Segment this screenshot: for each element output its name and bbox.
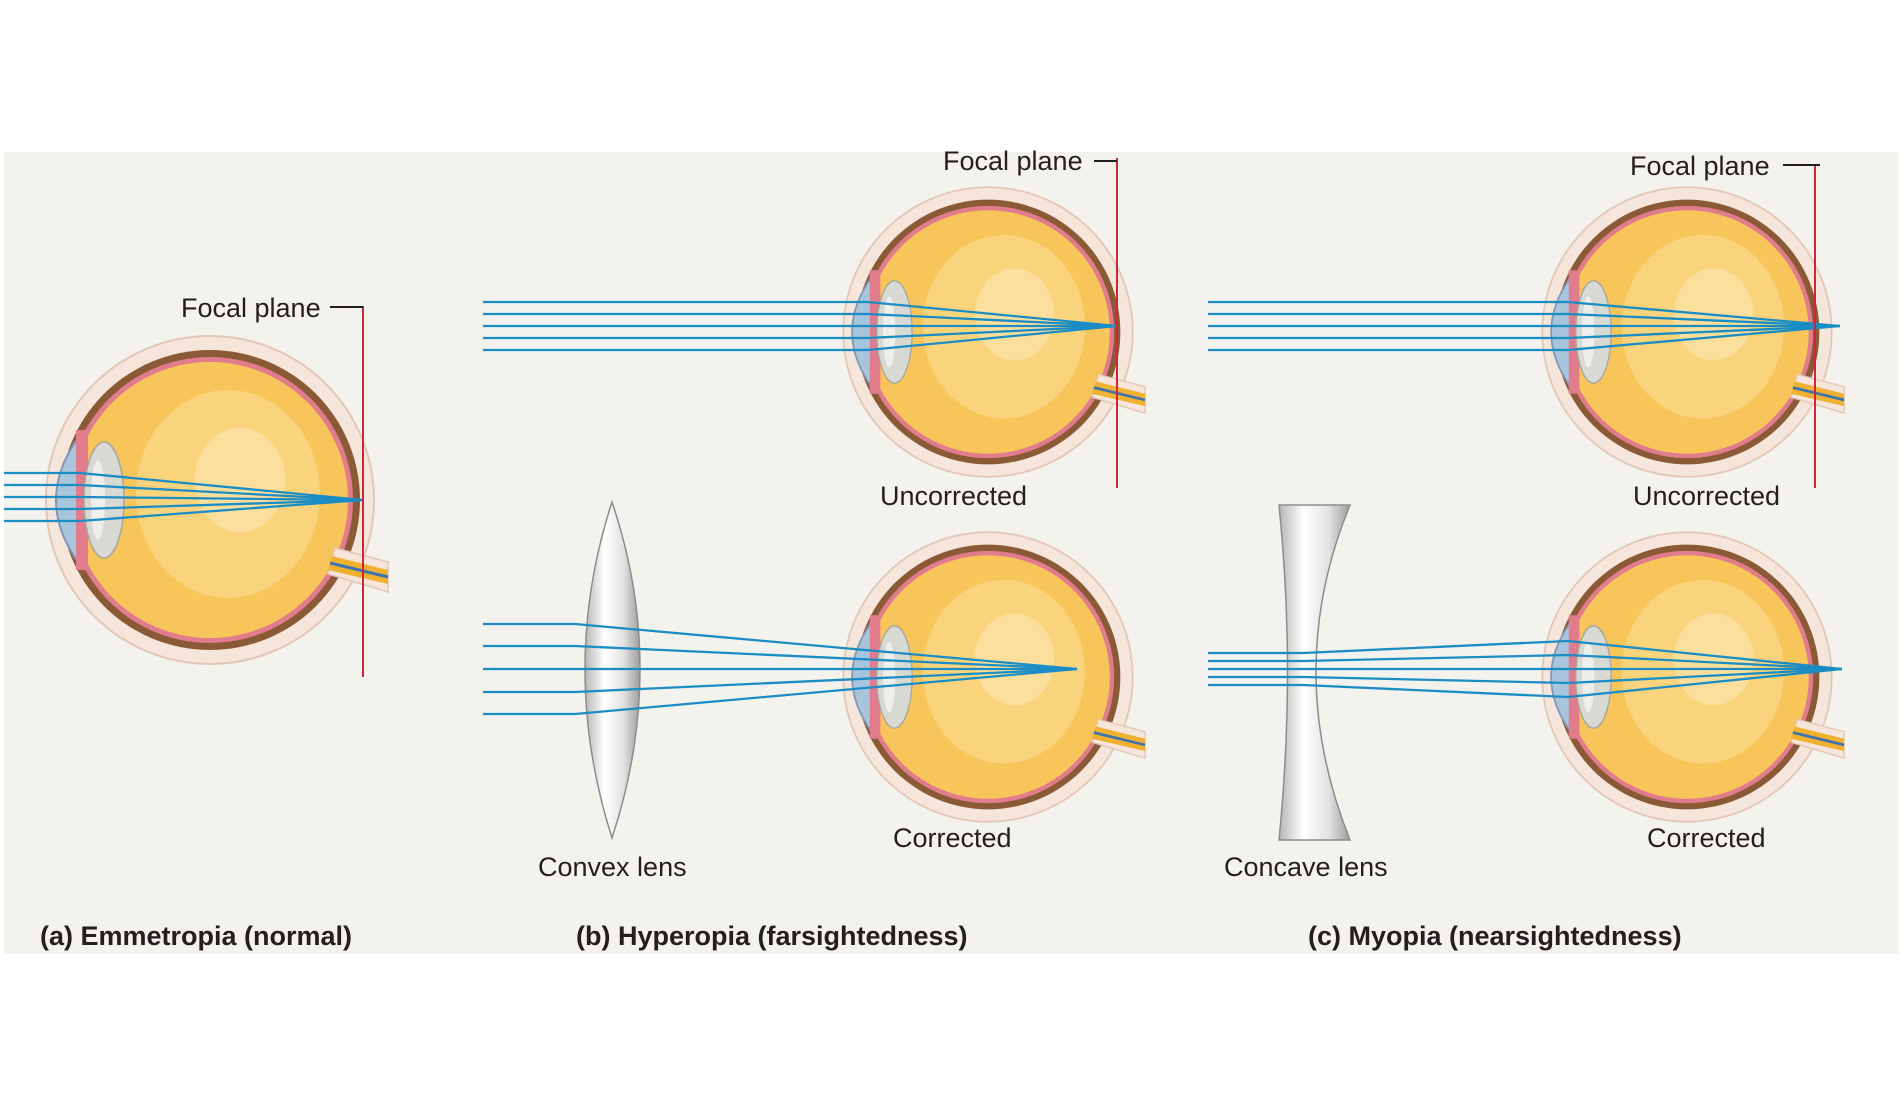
rays-hyperopia-corrected [483, 622, 1078, 716]
caption-hyperopia: (b) Hyperopia (farsightedness) [576, 921, 968, 951]
caption-myopia: (c) Myopia (nearsightedness) [1308, 921, 1682, 951]
focal-plane-label-b: Focal plane [943, 146, 1083, 176]
panel-emmetropia: Focal plane (a) Emmetropia (normal) [4, 293, 390, 951]
focal-plane-label-a: Focal plane [181, 293, 321, 323]
concave-lens [1278, 504, 1352, 841]
caption-emmetropia: (a) Emmetropia (normal) [40, 921, 352, 951]
rays-myopia-uncorrected [1208, 300, 1841, 352]
uncorrected-label-b: Uncorrected [880, 481, 1027, 511]
rays-myopia-corrected [1208, 639, 1843, 699]
rays-hyperopia-uncorrected [483, 300, 1118, 352]
panel-myopia: Focal plane Uncorrected Concave lens Cor… [1208, 151, 1846, 951]
corrected-label-c: Corrected [1647, 823, 1766, 853]
corrected-label-b: Corrected [893, 823, 1012, 853]
convex-lens-label: Convex lens [538, 852, 687, 882]
focal-plane-label-c: Focal plane [1630, 151, 1770, 181]
concave-lens-label: Concave lens [1224, 852, 1388, 882]
rays-emmetropia [4, 471, 364, 523]
panel-hyperopia: Focal plane Uncorrected Convex lens Corr… [483, 146, 1147, 951]
uncorrected-label-c: Uncorrected [1633, 481, 1780, 511]
